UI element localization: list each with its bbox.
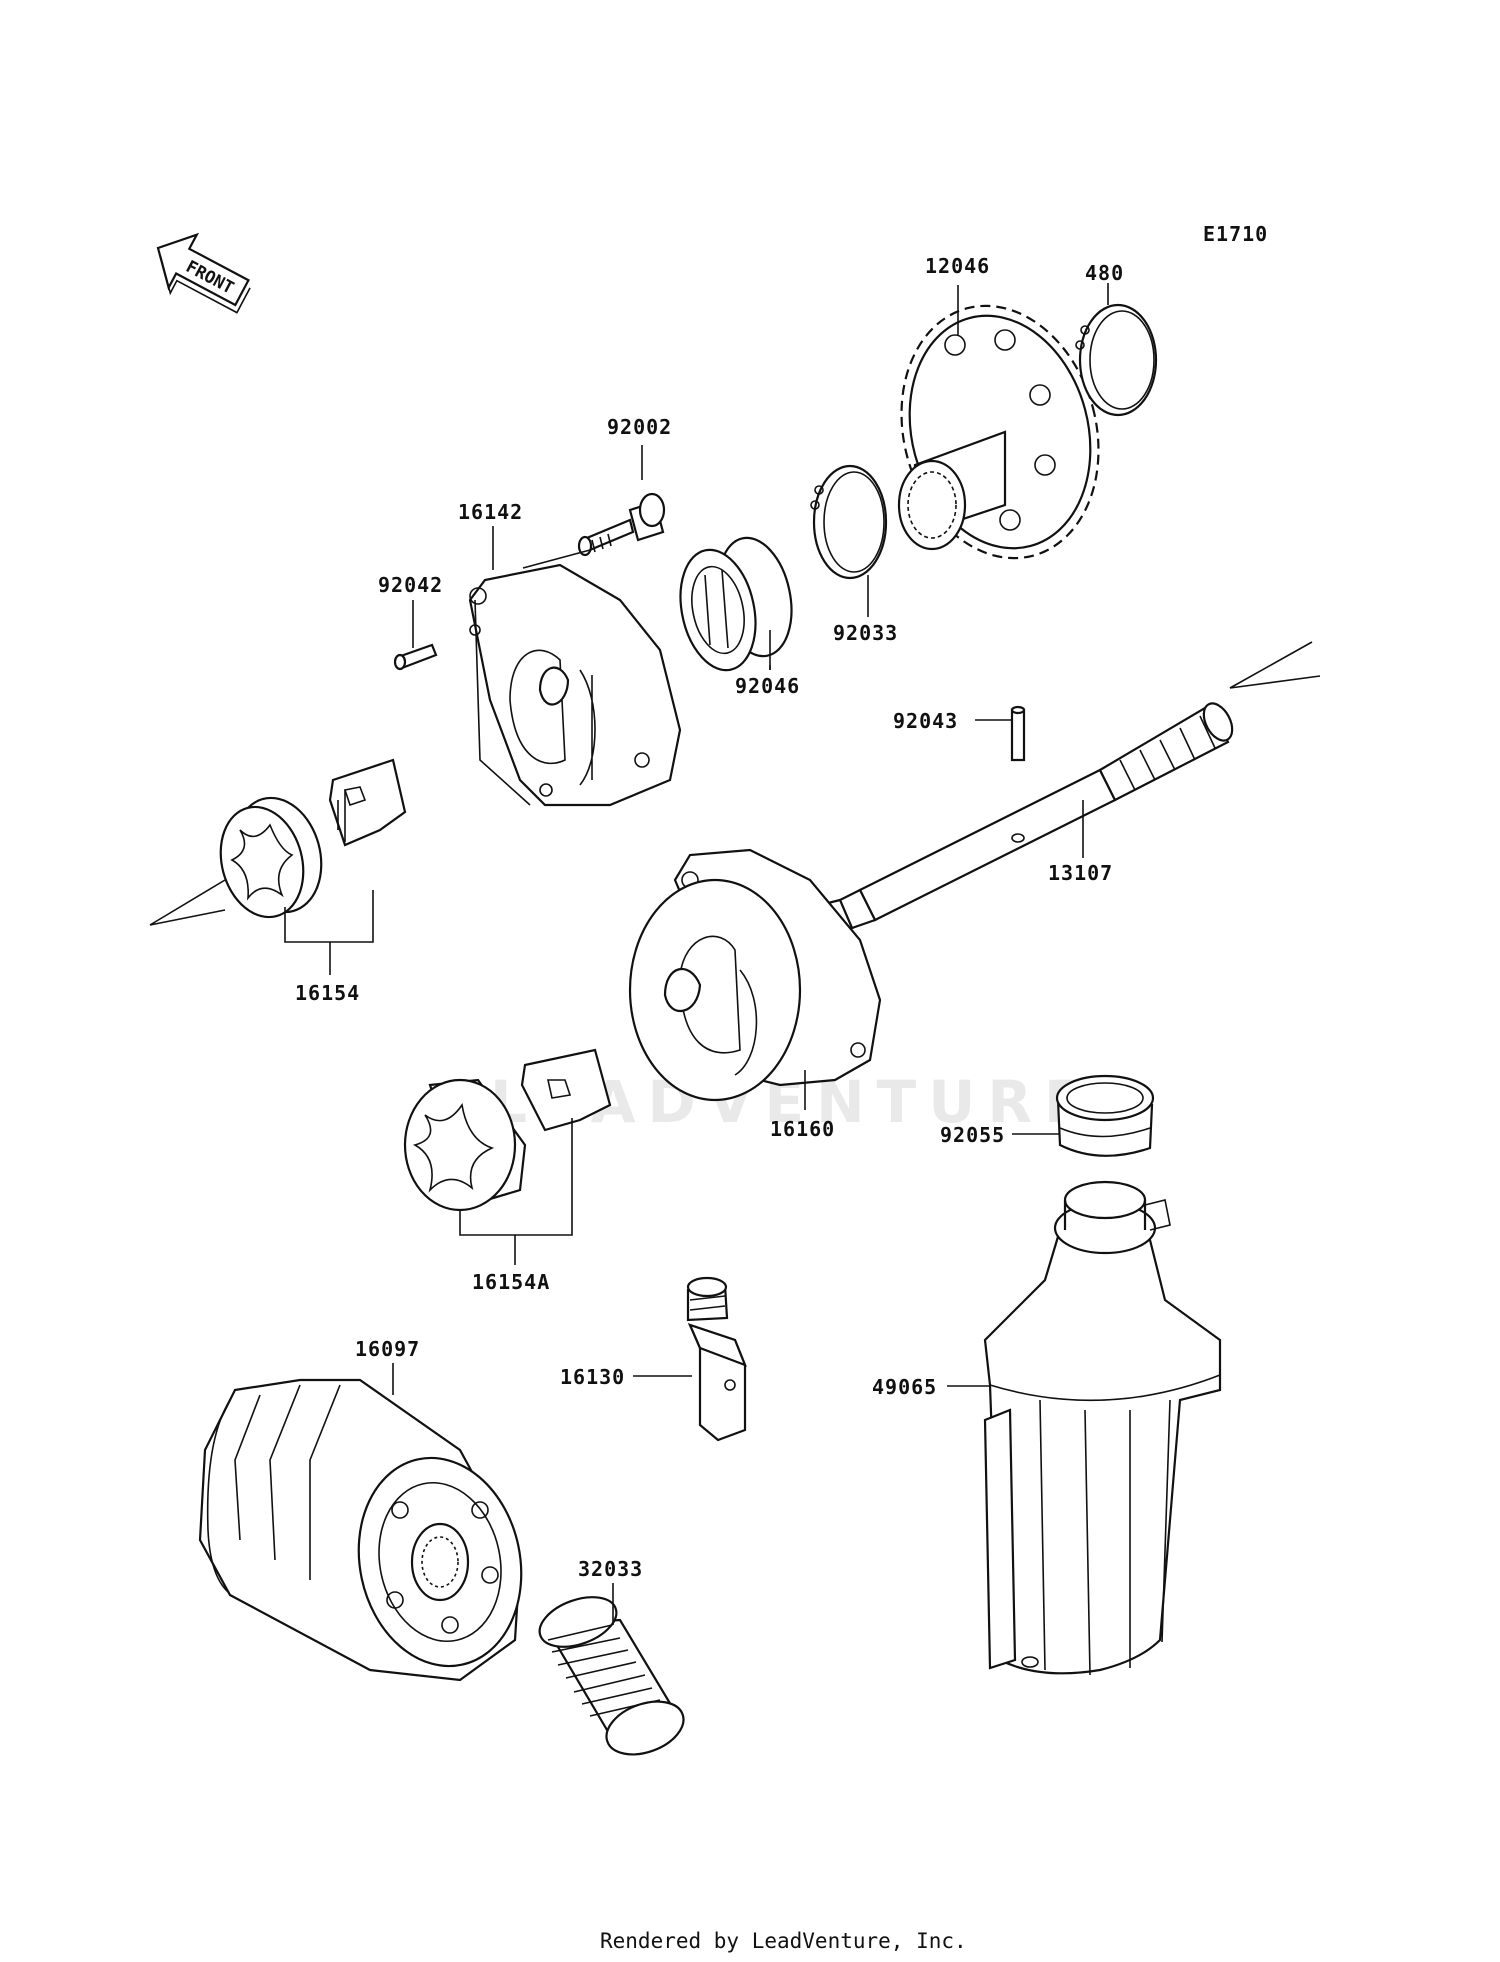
leader-lines: [284, 283, 1109, 1625]
part-label-16142: 16142: [458, 500, 523, 524]
direction-wedge-right: [1229, 641, 1321, 689]
part-label-12046: 12046: [925, 254, 990, 278]
part-label-92033: 92033: [833, 621, 898, 645]
part-label-32033: 32033: [578, 1557, 643, 1581]
oil-filter-16097: [198, 1378, 523, 1682]
spring-32033: [538, 1596, 685, 1756]
part-label-16160: 16160: [770, 1117, 835, 1141]
fitting-16130: [686, 1276, 747, 1442]
part-label-16154A: 16154A: [472, 1270, 550, 1294]
pump-body-16160: [628, 848, 882, 1102]
pump-cover-16142: [468, 563, 682, 807]
sleeve-49065: [983, 1180, 1222, 1676]
circlip-480: [1075, 303, 1158, 417]
part-label-16130: 16130: [560, 1365, 625, 1389]
part-label-480: 480: [1085, 261, 1124, 285]
part-label-13107: 13107: [1048, 861, 1113, 885]
part-label-92046: 92046: [735, 674, 800, 698]
part-label-92002: 92002: [607, 415, 672, 439]
bolt-92002: [577, 492, 666, 557]
front-arrow-icon: FRONT: [156, 232, 251, 314]
shaft-13107: [798, 702, 1234, 938]
diagram-code: E1710: [1203, 222, 1268, 246]
part-label-16154: 16154: [295, 981, 360, 1005]
bearing-92046: [679, 536, 793, 672]
pin-92042: [393, 643, 438, 671]
footer-credit: Rendered by LeadVenture, Inc.: [600, 1929, 967, 1953]
direction-wedge-left: [149, 879, 226, 926]
cap-92055: [1055, 1074, 1155, 1157]
rotor-16154: [219, 758, 407, 919]
gear-12046: [897, 304, 1100, 560]
circlip-92033: [810, 464, 888, 580]
part-label-92043: 92043: [893, 709, 958, 733]
part-label-16097: 16097: [355, 1337, 420, 1361]
part-label-92055: 92055: [940, 1123, 1005, 1147]
part-label-49065: 49065: [872, 1375, 937, 1399]
rotor-16154A: [403, 1048, 612, 1212]
part-label-92042: 92042: [378, 573, 443, 597]
